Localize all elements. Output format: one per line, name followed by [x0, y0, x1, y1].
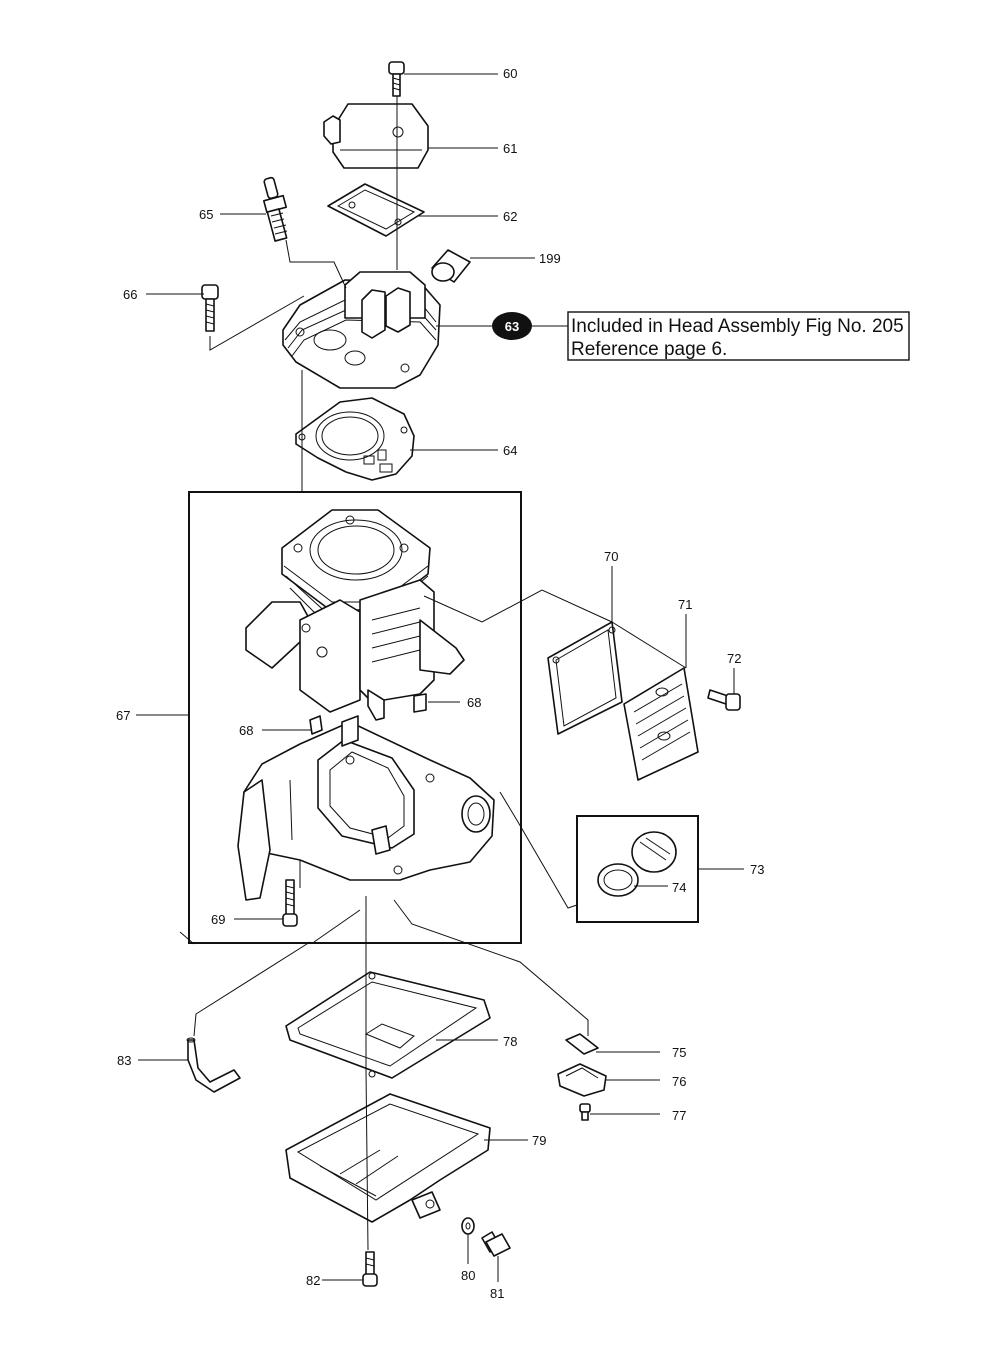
- washer-80: [461, 1217, 475, 1235]
- side-gasket-70: [547, 621, 623, 735]
- label-68a: 68: [239, 723, 253, 738]
- label-65: 65: [199, 207, 213, 222]
- cap-kit-box: [576, 815, 699, 923]
- oil-cap-73: [631, 831, 677, 873]
- label-79: 79: [532, 1133, 546, 1148]
- sleeve-199: [431, 249, 471, 283]
- label-80: 80: [461, 1268, 475, 1283]
- oil-pan-gasket-78: [285, 971, 491, 1079]
- bolt-60: [388, 61, 405, 97]
- cover-76: [557, 1063, 607, 1097]
- screw-77: [579, 1103, 591, 1121]
- gasket-62: [327, 183, 425, 237]
- head-cover-61: [323, 103, 429, 169]
- label-76: 76: [672, 1074, 686, 1089]
- badge-number: 63: [505, 319, 519, 334]
- label-83: 83: [117, 1053, 131, 1068]
- head-gasket-64: [295, 397, 415, 481]
- label-81: 81: [490, 1286, 504, 1301]
- label-70: 70: [604, 549, 618, 564]
- label-64: 64: [503, 443, 517, 458]
- note-line-2: Reference page 6.: [571, 339, 727, 360]
- label-73: 73: [750, 862, 764, 877]
- dowel-pin-68b: [413, 693, 427, 713]
- label-199: 199: [539, 251, 561, 266]
- label-74: 74: [672, 880, 686, 895]
- bolt-66: [201, 284, 219, 332]
- plate-75: [565, 1033, 599, 1055]
- label-66: 66: [123, 287, 137, 302]
- spark-plug-65: [262, 176, 288, 242]
- oil-pan-79: [285, 1093, 491, 1223]
- label-62: 62: [503, 209, 517, 224]
- label-71: 71: [678, 597, 692, 612]
- alignment-lines: [179, 96, 687, 1251]
- label-75: 75: [672, 1045, 686, 1060]
- bolt-82: [362, 1251, 378, 1287]
- label-67: 67: [116, 708, 130, 723]
- label-72: 72: [727, 651, 741, 666]
- label-69: 69: [211, 912, 225, 927]
- note-box: Included in Head Assembly Fig No. 205 Re…: [567, 311, 910, 361]
- note-line-1: Included in Head Assembly Fig No. 205: [571, 316, 904, 337]
- part-badge-63: 63: [492, 312, 532, 340]
- leader-lines: [136, 73, 744, 1282]
- side-cover-71: [623, 667, 699, 781]
- cylinder-crankcase-box: [188, 491, 522, 944]
- part-labels: 60 61 62 199 65 66 64 67 68 68 69 70 71 …: [116, 66, 764, 1301]
- crankcase-67: [237, 715, 495, 901]
- label-61: 61: [503, 141, 517, 156]
- seal-ring-74: [597, 863, 639, 897]
- label-68b: 68: [467, 695, 481, 710]
- bolt-72: [707, 689, 741, 711]
- cylinder-head-63: [282, 271, 441, 389]
- drain-bolt-81: [481, 1231, 511, 1257]
- dowel-pin-68a: [309, 715, 323, 735]
- label-60: 60: [503, 66, 517, 81]
- label-82: 82: [306, 1273, 320, 1288]
- bolt-69: [282, 879, 298, 927]
- label-77: 77: [672, 1108, 686, 1123]
- label-78: 78: [503, 1034, 517, 1049]
- breather-hose-83: [186, 1037, 241, 1093]
- cylinder-67: [245, 509, 465, 721]
